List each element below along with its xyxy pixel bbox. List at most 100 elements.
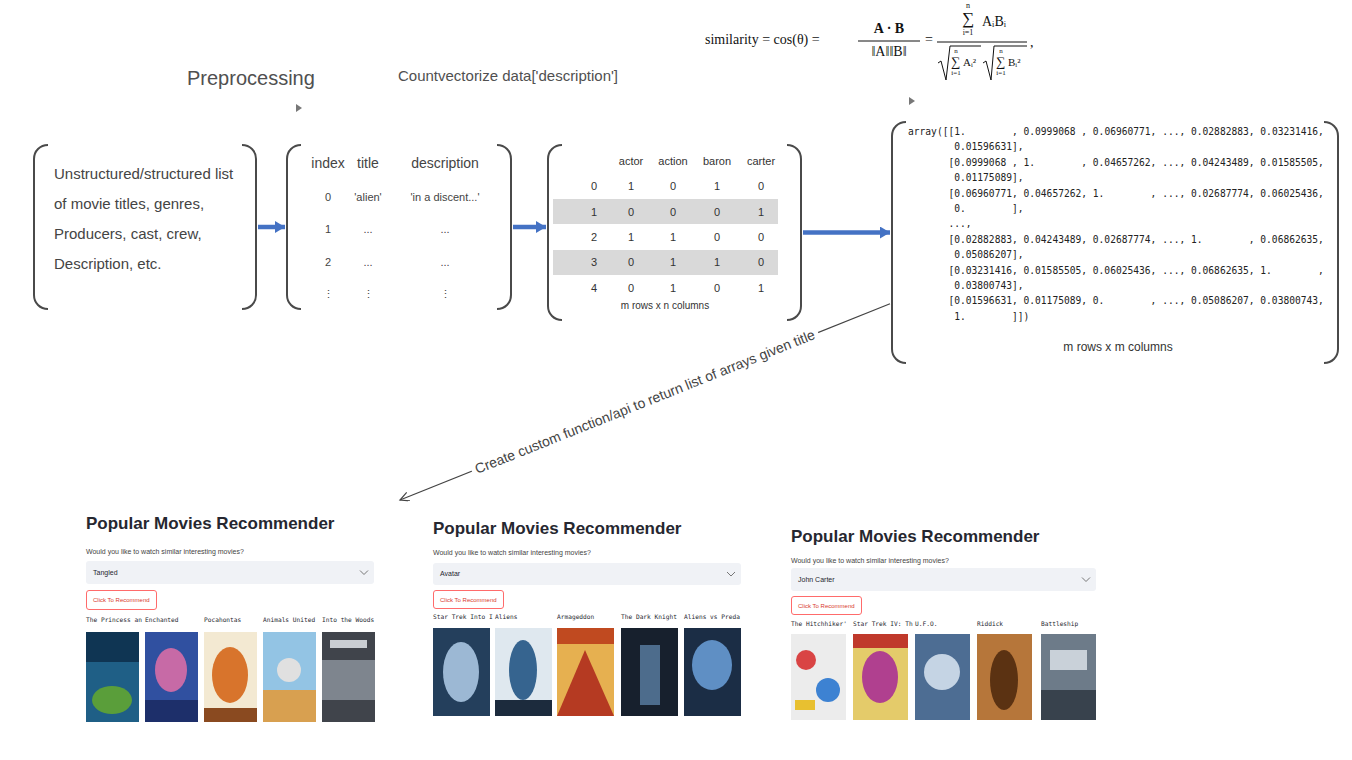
formula-index: i=1: [996, 70, 1005, 77]
table-cell: 'alien': [354, 191, 381, 204]
formula-text: =: [925, 33, 933, 47]
matrix-cell: 1: [714, 256, 720, 269]
array-line: 0.01596631],: [954, 141, 1023, 153]
formula-rule: [937, 42, 1027, 43]
select-value: Avatar: [440, 570, 460, 578]
movie-title: The Dark Knight: [621, 613, 677, 620]
movie-poster: [795, 700, 815, 710]
formula-index: n: [999, 48, 1003, 55]
formula-sigma: ∑: [996, 55, 1005, 68]
movie-poster: [816, 678, 840, 702]
matrix-header: carter: [747, 155, 775, 168]
formula-sigma: ∑: [951, 55, 960, 68]
bracket-line: [287, 145, 301, 309]
movie-poster: [322, 660, 375, 700]
matrix-cell: 1: [758, 282, 764, 295]
app-screenshot: AvatarClick To RecommendPopular Movies R…: [427, 508, 747, 723]
movie-poster: [621, 628, 678, 716]
app-screenshot: TangledClick To RecommendPopular Movies …: [80, 500, 405, 728]
formula-text: Bᵢ²: [1008, 57, 1020, 68]
array-line: array([[1. , 0.0999068 , 0.06960771, ...…: [908, 126, 1324, 138]
matrix-header: baron: [703, 155, 731, 168]
table-cell: ⋮: [323, 288, 334, 301]
flow-arrow: [513, 225, 546, 230]
movie-title: Battleship: [1041, 620, 1078, 627]
movie-poster: [443, 642, 479, 702]
stage-heading: Preprocessing: [187, 68, 315, 88]
formula-rule: [858, 41, 920, 42]
movie-title: Into the Woods: [322, 616, 374, 623]
stage-marker: [296, 97, 915, 112]
matrix-cell: 0: [714, 206, 720, 219]
row-stripe: [553, 199, 778, 224]
movie-poster: [263, 690, 316, 722]
movie-poster: [853, 634, 908, 648]
movie-poster: [1041, 690, 1096, 720]
matrix-cell: 1: [670, 256, 676, 269]
app-screenshot: John CarterClick To RecommendPopular Mov…: [785, 515, 1105, 730]
button-text: Click To Recommend: [798, 602, 855, 609]
array-line: 0.01175089],: [954, 172, 1023, 184]
matrix-cell: 0: [714, 231, 720, 244]
movie-poster: [1050, 650, 1087, 670]
movie-title: The Princess an: [86, 616, 142, 623]
movie-poster: [495, 700, 552, 716]
matrix-cell: 3: [591, 256, 597, 269]
array-line: [0.0999068 , 1. , 0.04657262, ..., 0.042…: [948, 157, 1323, 169]
similarity-matrix-box: array([[1. , 0.0999068 , 0.06960771, ...…: [890, 120, 1340, 365]
movie-poster: [204, 708, 257, 722]
table-cell: description: [411, 155, 479, 171]
formula-text: A · B: [874, 22, 904, 36]
array-line: [0.02882883, 0.04243489, 0.02687774, ...…: [948, 234, 1323, 246]
row-stripe: [553, 250, 778, 275]
formula-index: i=1: [951, 70, 960, 77]
app-prompt: Would you like to watch similar interest…: [86, 548, 244, 556]
formula-rule: [938, 46, 981, 80]
matrix-cell: 0: [714, 282, 720, 295]
formula-index: i=1: [963, 29, 974, 37]
edge-label: Create custom function/api to return lis…: [469, 325, 821, 479]
movie-poster: [277, 658, 301, 682]
movie-poster: [684, 628, 741, 716]
dropdown-caret: [433, 563, 741, 585]
movie-poster: [862, 651, 898, 703]
matrix-cell: 0: [758, 231, 764, 244]
array-line: ...,: [948, 218, 971, 230]
movie-poster: [86, 632, 139, 722]
table-cell: ⋮: [363, 288, 374, 301]
flow-arrow: [803, 230, 890, 235]
matrix-cell: 0: [670, 180, 676, 193]
table-cell: 2: [325, 256, 331, 269]
source-list-box: Unstructured/structured list of movie ti…: [32, 143, 258, 311]
stage-marker: [296, 104, 302, 112]
matrix-cell: 1: [670, 231, 676, 244]
movie-poster: [990, 650, 1018, 710]
movie-poster: [155, 648, 187, 692]
formula-text: AᵢBᵢ: [982, 15, 1006, 29]
movie-title: Pocahontas: [204, 616, 241, 623]
dropdown-caret: [360, 571, 368, 575]
movie-poster: [322, 632, 375, 722]
recommend-button: Click To Recommend: [791, 596, 862, 615]
movie-title: Enchanted: [145, 616, 179, 623]
array-line: 0. ],: [954, 203, 1023, 215]
movie-poster: [86, 632, 139, 662]
app-heading: Popular Movies Recommender: [433, 519, 681, 539]
app-heading: Popular Movies Recommender: [86, 514, 334, 534]
movie-title: Aliens vs Preda: [684, 613, 740, 620]
table-cell: ⋮: [440, 288, 451, 301]
matrix-cell: 1: [628, 231, 634, 244]
matrix-cell: 1: [714, 180, 720, 193]
table-cell: index: [311, 155, 344, 171]
matrix-cell: 0: [628, 256, 634, 269]
movie-poster: [212, 647, 248, 703]
movie-poster: [1041, 634, 1096, 720]
movie-poster: [433, 628, 490, 716]
matrix-cell: 1: [591, 206, 597, 219]
app-heading: Popular Movies Recommender: [791, 527, 1039, 547]
movie-poster: [92, 686, 132, 714]
table-cell: ...: [440, 256, 449, 269]
formula-text: ,: [1030, 36, 1034, 50]
matrix-cell: 0: [628, 206, 634, 219]
movie-poster: [924, 654, 960, 690]
